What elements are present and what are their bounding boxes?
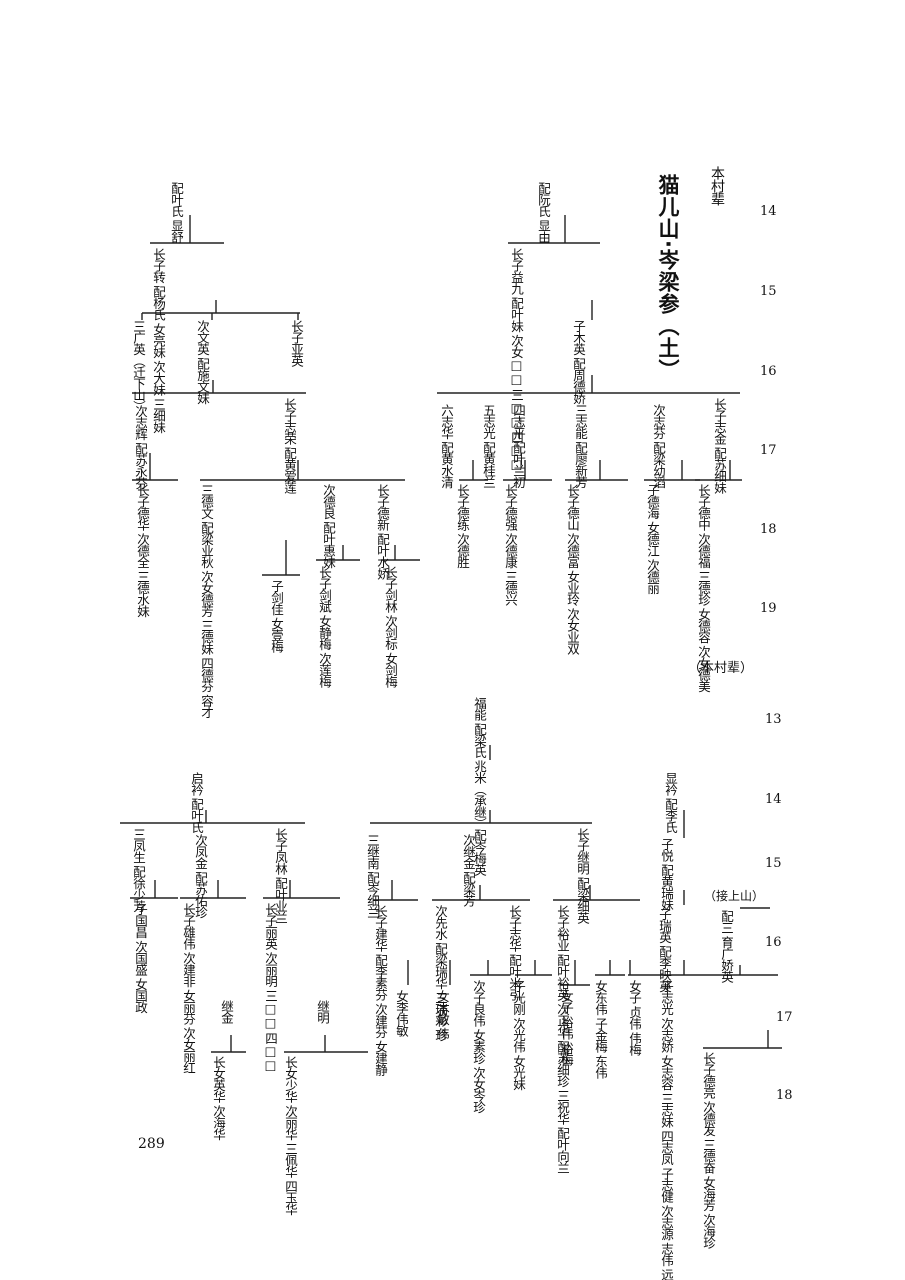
person-entry: 三志能 配廖新芳 [573,404,588,488]
gen-number: 17 [760,443,777,458]
person-entry: 三继南 配岑细兰 [365,834,380,918]
person-entry: 长子德强 次德康 三德兴 [503,484,518,605]
page-number: 289 [138,1136,165,1152]
person-entry: 长女少华 次丽华 三佩华 四玉华 [283,1056,298,1215]
person-entry: 长子志荣 配黄爱莲 [282,398,297,493]
continued-label: （接上山） [704,889,765,903]
person-entry: 女李伟敏 [394,990,409,1036]
person-entry: 长子亚英 [289,320,304,366]
gen-number: 18 [760,522,777,537]
person-entry: 次子良伟 女素珍 次女岑珍 [471,980,486,1113]
person-entry: 显衿 配李氏 [663,772,678,833]
person-entry: 次继金 配梁芳 [461,834,476,906]
person-entry: 女木敏 伟 [435,990,450,1039]
gen-number: 15 [765,856,782,871]
gen-number: 16 [760,364,777,379]
person-entry: 长子志金 配苏细妹 [712,398,727,493]
person-entry: 长子德亮 次德发 三德奋 女海芳 次海珍 [701,1052,716,1248]
person-entry: 子悦 配黄瑞妹 [659,838,674,910]
person-entry: 长子志华 配叶米引 [507,905,522,1000]
person-entry: 六志华 配黄水清 [439,404,454,488]
person-entry: 长子益九 配叶妹 次女□□ 三□□ 四□□ [509,248,524,471]
gen-number: 14 [765,792,782,807]
person-entry: 长子德练 次德胜 [455,484,470,568]
person-entry: 五志光 配黄桂兰 [481,404,496,488]
gen-number: 16 [765,935,782,950]
gen-number: 18 [776,1088,793,1103]
person-entry: 女子 贞伟 伟梅 [627,980,642,1055]
person-entry: 次志芬 配梁幼滔 [651,404,666,488]
gen-number: 19 [760,601,777,616]
person-entry: 三广英（迁下山） [131,320,146,412]
person-entry: 长子德山 次德富 女业玲 次女业双 [565,484,580,654]
person-entry: 次德良 配叶惠妹 [321,484,336,568]
person-entry: 长子裕业 配叶裕英 次正华 配苏细珍 三祝华 配叶向兰 [555,905,570,1173]
person-entry: 四志平 配叶兰初 [511,404,526,488]
gen-number: 13 [765,712,782,727]
person-entry: 子志光 次志娇 女志容 三志妹 四志凤 子志健 次志源 志伟 远 [659,980,674,1280]
person-entry: 女东伟 子金梅 东伟 [593,980,608,1078]
header-generation-label-mid: （本村辈） [688,661,754,676]
person-entry: 长子丽英 次丽明 三□□ 四□□ [263,903,278,1072]
person-entry: 次凤金 配苏佑珍 [193,834,208,918]
person-entry: 长子雄伟 次建非 女丽芬 次女丽红 [181,903,196,1073]
person-entry: 继明 [315,1000,330,1023]
person-entry: 配阮氏 显由 [536,182,551,243]
person-entry: 兆米（承继）配岑梅英 [472,760,487,875]
page-title: 猫儿山·岑梁参（土） [656,174,680,381]
person-entry: 福能 配梁氏 [472,697,487,758]
person-entry: 配三 育广娇英 [719,910,734,982]
person-entry: 长女英华 次海华 [211,1056,226,1140]
person-entry: 次文英 配施文妹 [195,320,210,404]
person-entry: 长子凤林 配叶业兰 [273,828,288,923]
person-entry: 次志辉 配苏永芬 [133,405,148,489]
person-entry: 启衿 配叶氏 [189,772,204,833]
person-entry: 长子德华 次德全 三德水妹 [135,484,150,617]
gen-number: 14 [760,204,777,219]
person-entry: 子国昌 次国盛 女国政 [133,903,148,1013]
person-entry: 长子转 配杨氏 女亮妹 次大妹 三细妹 [151,248,166,433]
person-entry: 长子德中 次德福 三德珍 女德容 次女德美 [696,484,711,692]
person-entry: 女子 裕伟 裕梅 [559,990,574,1065]
gen-number: 15 [760,284,777,299]
person-entry: 子木英 配周德娇 [571,320,586,404]
person-entry: 三凤生 配徐少芳 [131,828,146,912]
person-entry: 继金 [219,1000,234,1023]
person-entry: 子德海 女德江 次德丽 [645,484,660,594]
person-entry: 子光刚 次光伟 女光妹 [511,980,526,1090]
person-entry: 长子剑林 次剑标 女剑梅 [383,566,398,687]
person-entry: 次先水 配梁瑞华 三瑞彩 珍 [433,905,448,1041]
person-entry: 子剑佳 女壹梅 [269,580,284,652]
person-entry: 长子德新 配叶水娇 [375,484,390,579]
person-entry: 三德文 配梁业秋 次女德芳 三德妹 四德芬 容才 [199,484,214,718]
person-entry: 长子建华 配李素芬 次建芬 女建静 [373,905,388,1075]
person-entry: 配叶氏 显舒 [169,182,184,243]
person-entry: 子瑞英 配李映英 [657,908,672,992]
person-entry: 长子继明 配梁细英 [575,828,590,923]
header-generation-label: 本村辈 [709,166,725,205]
person-entry: 长子剑斌 女静梅 次莲梅 [317,566,332,687]
gen-number: 17 [776,1010,793,1025]
